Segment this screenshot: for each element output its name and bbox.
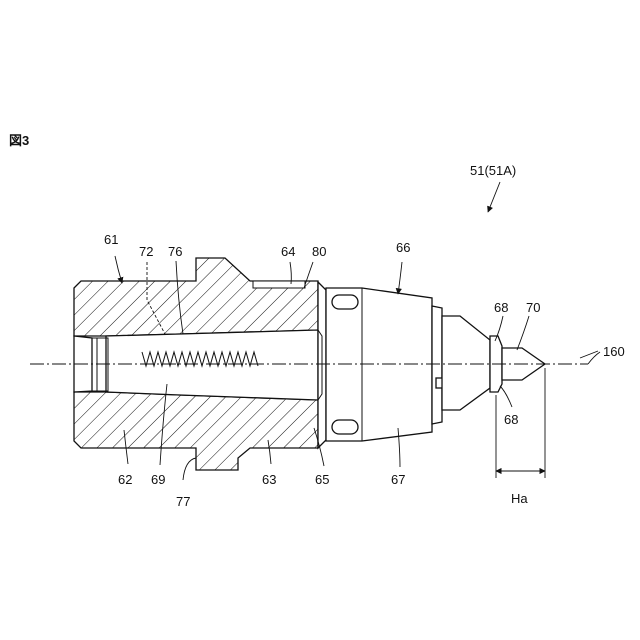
label-77: 77: [176, 494, 190, 509]
label-68-top: 68: [494, 300, 508, 315]
bolt-hole-lower: [332, 420, 358, 434]
label-61: 61: [104, 232, 118, 247]
label-63: 63: [262, 472, 276, 487]
dimension-ha: Ha: [496, 368, 545, 506]
assembly-arrow: [488, 182, 500, 212]
key-slot: [253, 281, 305, 288]
label-67: 67: [391, 472, 405, 487]
chuck-shell: [326, 288, 432, 441]
front-ring: [432, 306, 442, 424]
label-65: 65: [315, 472, 329, 487]
housing-upper-section: [74, 258, 318, 336]
label-160: 160: [603, 344, 625, 359]
figure-title: 図3: [9, 133, 29, 148]
label-68-bottom: 68: [504, 412, 518, 427]
shank-bore: [106, 330, 318, 400]
label-69: 69: [151, 472, 165, 487]
nose-cone: [442, 316, 490, 410]
assembly-label: 51(51A): [470, 163, 516, 178]
label-64: 64: [281, 244, 295, 259]
dimension-label: Ha: [511, 491, 528, 506]
label-80: 80: [312, 244, 326, 259]
label-72: 72: [139, 244, 153, 259]
label-62: 62: [118, 472, 132, 487]
shank-housing: [74, 258, 326, 470]
label-70: 70: [526, 300, 540, 315]
label-76: 76: [168, 244, 182, 259]
label-66: 66: [396, 240, 410, 255]
bolt-hole-upper: [332, 295, 358, 309]
